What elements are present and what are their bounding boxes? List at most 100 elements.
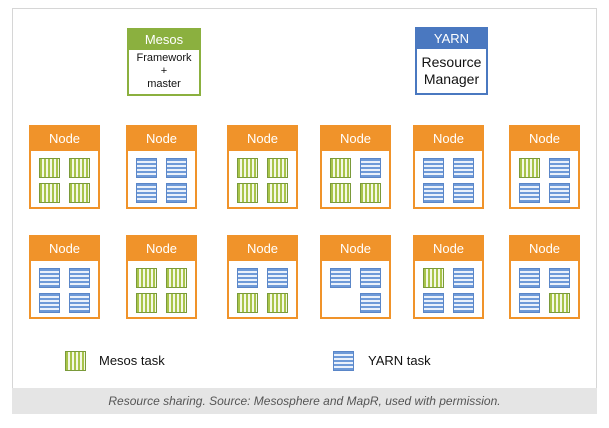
node-header: Node <box>322 127 389 151</box>
yarn-task-icon <box>453 293 474 313</box>
mesos-task-icon <box>166 293 187 313</box>
node-box: Node <box>29 235 100 319</box>
yarn-task-icon <box>267 268 288 288</box>
mesos-box-line2: + <box>160 65 168 77</box>
mesos-box-line1: Framework <box>136 52 192 64</box>
yarn-box-line1: Resource <box>421 54 482 70</box>
yarn-task-icon <box>453 183 474 203</box>
node-task-grid <box>237 158 288 203</box>
yarn-task-icon <box>237 268 258 288</box>
mesos-box-line3: master <box>147 78 181 90</box>
node-task-grid <box>423 158 474 203</box>
yarn-task-icon <box>136 183 157 203</box>
node-box: Node <box>509 235 580 319</box>
node-task-grid <box>136 158 187 203</box>
node-header: Node <box>31 127 98 151</box>
node-task-grid <box>39 158 90 203</box>
mesos-task-icon <box>136 268 157 288</box>
yarn-task-icon <box>423 183 444 203</box>
yarn-task-icon <box>166 183 187 203</box>
mesos-task-icon <box>360 183 381 203</box>
yarn-task-icon <box>360 158 381 178</box>
mesos-box-header: Mesos <box>129 30 199 50</box>
yarn-task-icon <box>549 158 570 178</box>
node-header: Node <box>128 127 195 151</box>
mesos-task-icon <box>549 293 570 313</box>
yarn-task-icon <box>453 158 474 178</box>
yarn-task-icon <box>330 268 351 288</box>
node-task-grid <box>237 268 288 313</box>
yarn-resource-manager-box: YARN Resource Manager <box>415 27 488 95</box>
mesos-box-body: Framework + master <box>129 50 199 91</box>
diagram-panel: Mesos Framework + master YARN Resource M… <box>12 8 597 388</box>
mesos-task-icon <box>330 158 351 178</box>
node-task-grid <box>136 268 187 313</box>
node-header: Node <box>511 127 578 151</box>
mesos-task-icon <box>267 158 288 178</box>
mesos-task-icon <box>519 158 540 178</box>
node-box: Node <box>126 125 197 209</box>
yarn-task-icon <box>166 158 187 178</box>
node-box: Node <box>227 125 298 209</box>
yarn-task-icon <box>549 183 570 203</box>
node-task-grid <box>423 268 474 313</box>
node-header: Node <box>229 127 296 151</box>
yarn-task-icon <box>519 183 540 203</box>
node-box: Node <box>126 235 197 319</box>
yarn-task-icon <box>519 268 540 288</box>
yarn-box-body: Resource Manager <box>417 49 486 88</box>
node-header: Node <box>415 127 482 151</box>
node-box: Node <box>227 235 298 319</box>
figure-caption: Resource sharing. Source: Mesosphere and… <box>108 394 501 408</box>
yarn-task-icon <box>519 293 540 313</box>
node-task-grid <box>519 158 570 203</box>
mesos-task-icon <box>39 158 60 178</box>
yarn-task-icon <box>453 268 474 288</box>
yarn-task-icon <box>360 268 381 288</box>
node-box: Node <box>29 125 100 209</box>
node-header: Node <box>415 237 482 261</box>
mesos-task-icon <box>237 293 258 313</box>
mesos-task-icon <box>136 293 157 313</box>
mesos-task-icon <box>39 183 60 203</box>
node-header: Node <box>229 237 296 261</box>
legend-mesos-swatch <box>65 351 86 371</box>
yarn-task-icon <box>39 293 60 313</box>
caption-band: Resource sharing. Source: Mesosphere and… <box>12 388 597 414</box>
node-box: Node <box>509 125 580 209</box>
yarn-task-icon <box>549 268 570 288</box>
yarn-task-icon <box>423 293 444 313</box>
node-header: Node <box>31 237 98 261</box>
yarn-task-icon <box>69 268 90 288</box>
node-task-grid <box>330 158 381 203</box>
node-box: Node <box>413 125 484 209</box>
mesos-task-icon <box>267 183 288 203</box>
yarn-task-icon <box>39 268 60 288</box>
node-header: Node <box>128 237 195 261</box>
legend-yarn-swatch <box>333 351 354 371</box>
node-task-grid <box>519 268 570 313</box>
node-task-grid <box>330 268 381 313</box>
mesos-task-icon <box>166 268 187 288</box>
legend-mesos-label: Mesos task <box>99 353 165 368</box>
yarn-task-icon <box>136 158 157 178</box>
mesos-task-icon <box>423 268 444 288</box>
yarn-task-icon <box>423 158 444 178</box>
mesos-task-icon <box>237 183 258 203</box>
node-header: Node <box>511 237 578 261</box>
mesos-task-icon <box>237 158 258 178</box>
node-box: Node <box>320 235 391 319</box>
yarn-box-header: YARN <box>417 29 486 49</box>
mesos-task-icon <box>69 183 90 203</box>
yarn-task-icon <box>69 293 90 313</box>
node-box: Node <box>320 125 391 209</box>
mesos-task-icon <box>330 183 351 203</box>
node-box: Node <box>413 235 484 319</box>
node-task-grid <box>39 268 90 313</box>
legend-yarn-label: YARN task <box>368 353 431 368</box>
mesos-framework-master-box: Mesos Framework + master <box>127 28 201 96</box>
mesos-task-icon <box>69 158 90 178</box>
mesos-task-icon <box>267 293 288 313</box>
yarn-box-line2: Manager <box>423 71 480 87</box>
yarn-task-icon <box>360 293 381 313</box>
